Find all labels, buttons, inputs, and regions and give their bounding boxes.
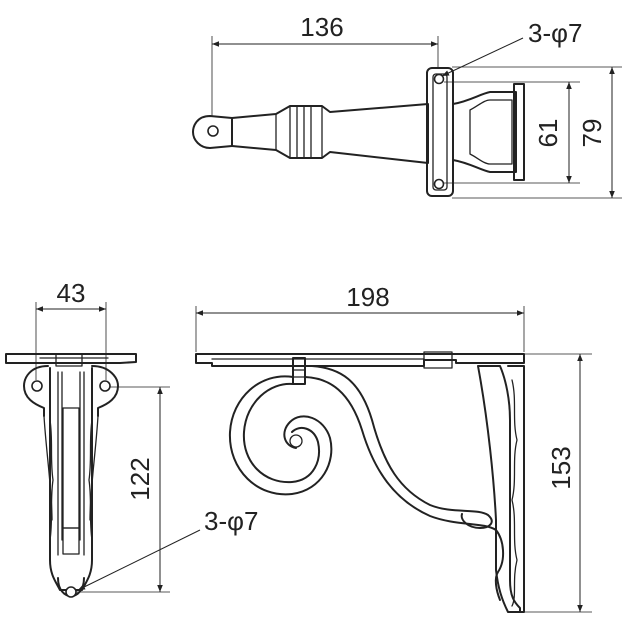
top-view-hole-label: 3-φ7 (528, 18, 582, 48)
side-view-left-ear (23, 365, 49, 417)
top-view: 136 3-φ7 61 79 (192, 12, 622, 199)
front-view-scroll (311, 365, 493, 529)
top-view-hole-lower (433, 178, 445, 190)
top-view-width-label: 136 (300, 12, 343, 42)
top-view-wall-plate (426, 67, 454, 197)
top-view-arm (231, 103, 429, 164)
side-view-hole-bottom (65, 586, 77, 598)
top-view-tip-hole (207, 125, 219, 137)
front-view-height-label: 153 (546, 446, 576, 489)
front-view-back-support (477, 365, 521, 613)
top-view-back-support (452, 91, 517, 173)
front-view-width-label: 198 (346, 282, 389, 312)
top-view-outer-height-label: 79 (577, 119, 607, 148)
side-view-hole-left (31, 380, 43, 392)
side-view-hole-right (99, 380, 111, 392)
side-view-width-label: 43 (57, 278, 86, 308)
side-view-hole-label: 3-φ7 (204, 506, 258, 536)
side-view-top-bar (5, 353, 137, 364)
top-view-hole-upper (433, 73, 445, 85)
side-view: 43 122 3-φ7 (5, 278, 258, 598)
top-view-inner-height-label: 61 (533, 119, 563, 148)
top-view-tip (192, 115, 233, 149)
front-view: 198 153 (195, 282, 592, 613)
side-view-body (49, 367, 93, 591)
front-view-top-bar (195, 353, 525, 367)
side-view-height-label: 122 (125, 457, 155, 500)
